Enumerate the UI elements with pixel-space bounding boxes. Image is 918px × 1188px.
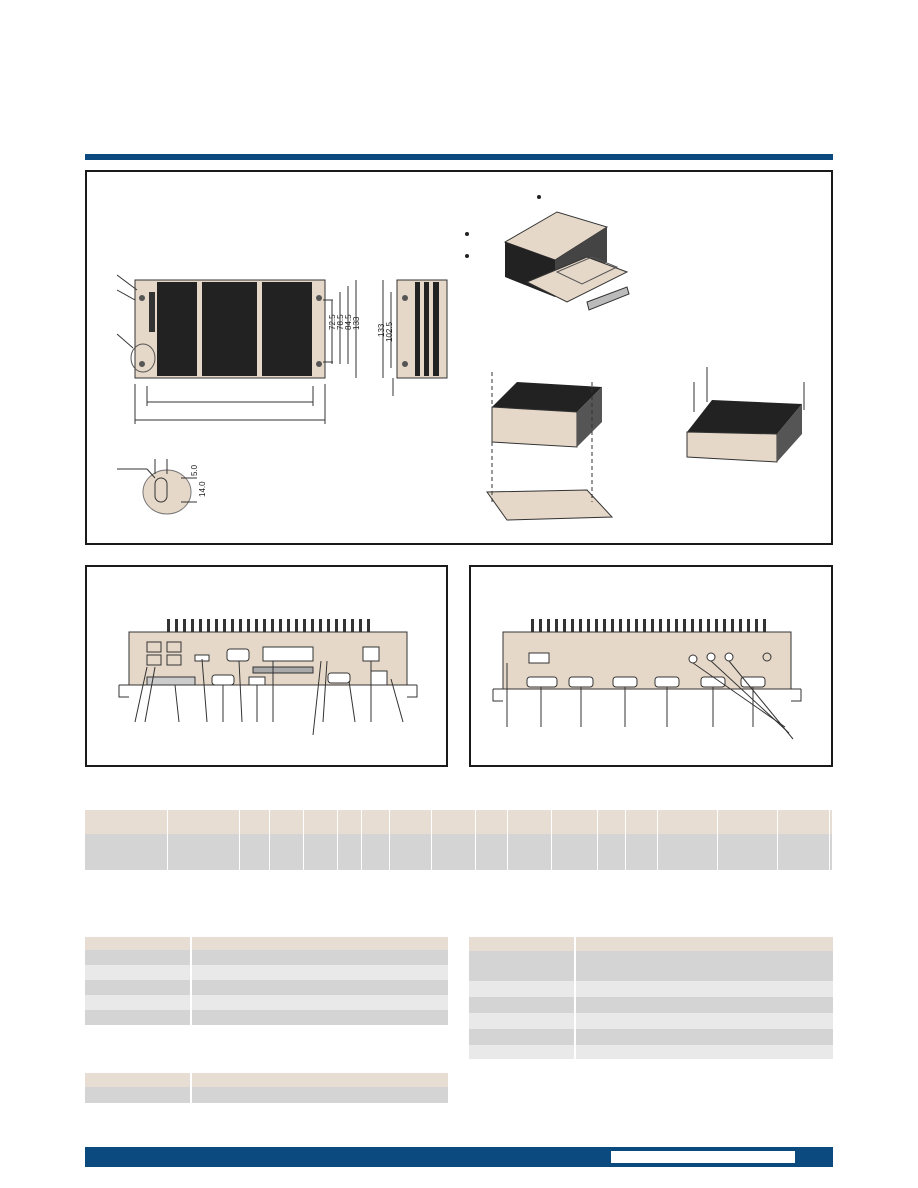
front-io-drawing — [118, 619, 418, 736]
rear-fins — [531, 619, 766, 632]
dimensions-panel: 72.5 78.5 84.5 133 133 102.5 — [85, 170, 833, 545]
dimension-drawings: 72.5 78.5 84.5 133 133 102.5 — [116, 195, 805, 521]
dim-102-5: 102.5 — [385, 321, 394, 342]
right-spec-table — [469, 937, 833, 1059]
dim-84-5: 84.5 — [344, 314, 353, 330]
dim-slot-length: 14.0 — [198, 481, 207, 497]
wall-mount-illustration — [465, 195, 630, 311]
spec-table — [85, 810, 833, 870]
rear-callout-lines — [506, 660, 794, 740]
rear-io-panel — [469, 565, 833, 767]
spec-table-row — [85, 834, 833, 870]
desk-mount-illustration — [486, 372, 614, 521]
dim-133-front: 133 — [352, 316, 361, 330]
footer-label-box — [611, 1151, 795, 1163]
spec-table-header-row — [85, 810, 833, 834]
front-io-panel — [85, 565, 448, 767]
front-fins — [167, 619, 370, 632]
left-spec-table-2 — [85, 1073, 448, 1103]
front-callout-lines — [134, 658, 404, 736]
front-view-drawing: 72.5 78.5 84.5 133 — [116, 274, 361, 424]
slot-detail-drawing: 5.0 14.0 — [117, 459, 207, 515]
rear-io-drawing — [492, 619, 802, 740]
dim-78-5: 78.5 — [336, 314, 345, 330]
side-view-drawing: 133 102.5 — [377, 279, 448, 396]
left-spec-table — [85, 937, 448, 1025]
desk-mount-illustration-2 — [686, 367, 805, 463]
header-rule — [85, 154, 833, 160]
dim-133-side: 133 — [377, 323, 386, 337]
footer-bar — [85, 1147, 833, 1167]
dim-72-5: 72.5 — [328, 314, 337, 330]
dim-slot-width: 5.0 — [190, 464, 199, 476]
